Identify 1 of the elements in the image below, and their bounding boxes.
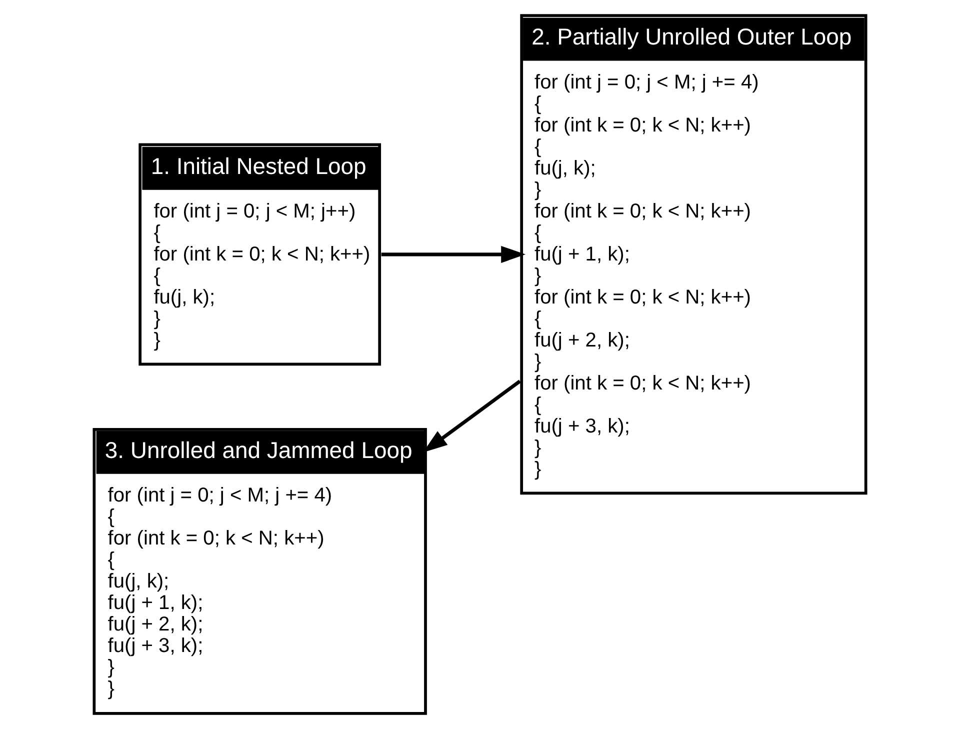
arrow — [381, 246, 526, 263]
